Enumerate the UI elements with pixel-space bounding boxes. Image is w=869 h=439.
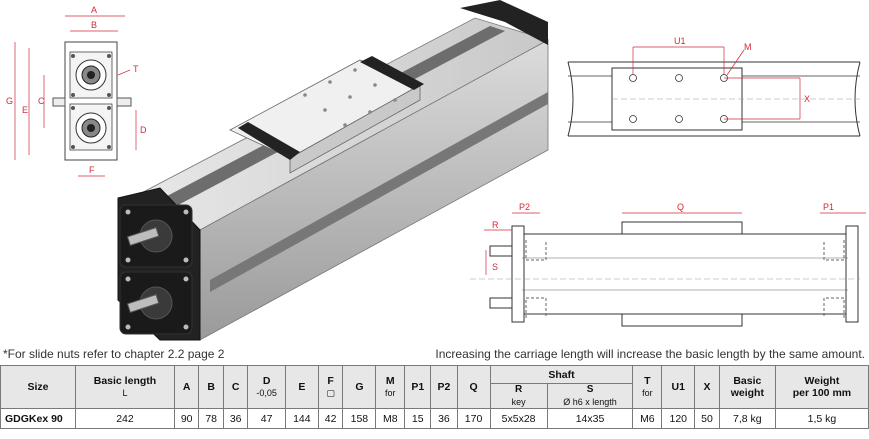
dim-label-b: B — [91, 20, 97, 30]
dim-label-d: D — [140, 125, 147, 135]
product-render — [117, 0, 550, 341]
dim-label-f: F — [89, 165, 95, 175]
cell-t: M6 — [632, 408, 663, 429]
dim-label-q: Q — [677, 202, 684, 212]
cell-shaft-r: 5x5x28 — [489, 408, 548, 429]
cell-d: 47 — [247, 408, 286, 429]
cell-x: 50 — [694, 408, 720, 429]
col-b: B — [198, 365, 224, 409]
col-g: G — [342, 365, 377, 409]
dim-label-g: G — [6, 96, 13, 106]
dim-label-a: A — [91, 5, 97, 15]
dim-label-p1: P1 — [823, 202, 834, 212]
cell-u1: 120 — [661, 408, 696, 429]
dim-label-s: S — [492, 262, 498, 272]
cell-e: 144 — [284, 408, 319, 429]
cell-f: 42 — [317, 408, 344, 429]
slide-nut-note: *For slide nuts refer to chapter 2.2 pag… — [3, 347, 225, 361]
cell-weight-per-100mm: 1,5 kg — [774, 408, 869, 429]
table-row: GDGKex 90 242 90 78 36 47 144 42 158 M8 … — [0, 408, 869, 429]
side-view-drawing — [470, 212, 866, 327]
cell-basic-length: 242 — [75, 408, 175, 429]
dim-label-m: M — [744, 42, 752, 52]
cell-b: 78 — [198, 408, 224, 429]
cell-shaft-s: 14x35 — [546, 408, 634, 429]
drawing-area: A B C D E F G T — [6, 0, 866, 341]
cell-c: 36 — [222, 408, 249, 429]
col-f: F▢ — [317, 365, 344, 409]
dim-label-t: T — [133, 64, 139, 74]
cell-p2: 36 — [430, 408, 458, 429]
cell-q: 170 — [456, 408, 491, 429]
col-c: C — [222, 365, 249, 409]
cell-size: GDGKex 90 — [0, 408, 76, 429]
cell-a: 90 — [173, 408, 200, 429]
cell-g: 158 — [342, 408, 377, 429]
front-view-drawing — [14, 15, 137, 177]
col-u1: U1 — [661, 365, 696, 409]
col-shaft: Shaft — [489, 365, 634, 384]
col-p1: P1 — [404, 365, 432, 409]
top-view-drawing — [567, 46, 861, 137]
dim-label-u1: U1 — [674, 36, 686, 46]
col-x: X — [694, 365, 720, 409]
col-size: Size — [0, 365, 76, 409]
col-d: D-0,05 — [247, 365, 286, 409]
col-p2: P2 — [430, 365, 458, 409]
dim-label-p2: P2 — [519, 202, 530, 212]
carriage-length-note: Increasing the carriage length will incr… — [435, 347, 865, 361]
dim-label-c: C — [38, 96, 45, 106]
dim-label-e: E — [22, 105, 28, 115]
cell-basic-weight: 7,8 kg — [718, 408, 776, 429]
dim-label-r: R — [492, 220, 499, 230]
cell-m: M8 — [375, 408, 406, 429]
col-q: Q — [456, 365, 491, 409]
cell-p1: 15 — [404, 408, 432, 429]
col-e: E — [284, 365, 319, 409]
col-a: A — [173, 365, 200, 409]
dim-label-x: X — [804, 94, 810, 104]
